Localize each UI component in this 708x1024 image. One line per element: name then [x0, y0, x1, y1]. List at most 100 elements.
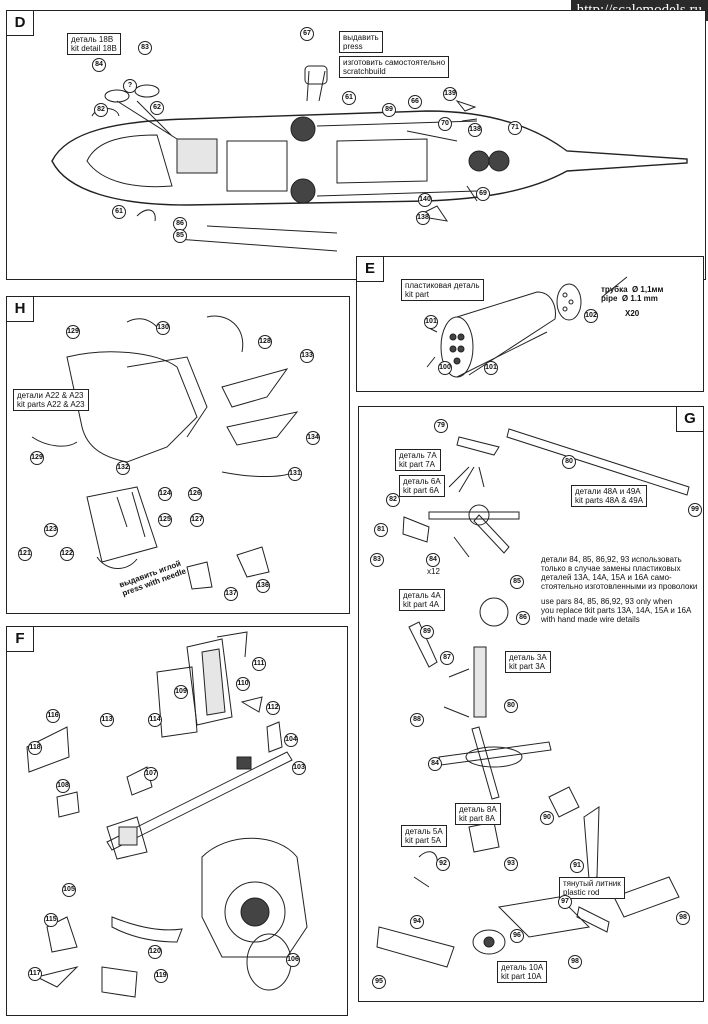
rotor-head-drawing — [376, 428, 690, 968]
part-label: 123 — [43, 523, 59, 537]
part-label: 79 — [433, 419, 449, 433]
part-label: 83 — [369, 553, 385, 567]
part-label: 105 — [61, 883, 77, 897]
part-label: 89 — [381, 103, 397, 117]
part-label: 132 — [115, 461, 131, 475]
part-label: 93 — [503, 857, 519, 871]
kit-part-3a-note: деталь 3А kit part 3A — [505, 651, 551, 673]
part-label: 137 — [223, 587, 239, 601]
part-label: 97 — [557, 895, 573, 909]
part-label: 109 — [173, 685, 189, 699]
part-label: 125 — [157, 513, 173, 527]
part-label: 84 — [91, 58, 107, 72]
pipe-note: трубка Ø 1,1мм pipe Ø 1.1 mm — [601, 285, 664, 303]
part-label: 94 — [409, 915, 425, 929]
kit-parts-a22-note: детали А22 & А23 kit parts A22 & A23 — [13, 389, 89, 411]
part-label: 96 — [509, 929, 525, 943]
part-label: 131 — [287, 467, 303, 481]
panel-f: F 111 109 110 116 112 113 114 118 104 10… — [6, 626, 348, 1016]
panel-e-label: E — [357, 257, 384, 282]
rocket-pod-drawing — [426, 276, 628, 378]
info-ru-note: детали 84, 85, 86,92, 93 использовать то… — [541, 555, 698, 591]
info-en-note: use pars 84, 85, 86,92, 93 only when you… — [541, 597, 692, 624]
part-label: 108 — [55, 779, 71, 793]
part-label: 129 — [29, 451, 45, 465]
part-label: 61 — [111, 205, 127, 219]
gun-mount-drawing — [26, 631, 308, 998]
part-label: 101 — [483, 361, 499, 375]
part-label: 107 — [143, 767, 159, 781]
fuselage-drawing — [51, 65, 688, 252]
part-label: 80 — [561, 455, 577, 469]
part-label: 133 — [299, 349, 315, 363]
intake-drawing — [31, 315, 299, 590]
part-label: 70 — [437, 117, 453, 131]
part-label: 113 — [99, 713, 115, 727]
panel-h-label: H — [7, 297, 34, 322]
panel-f-label: F — [7, 627, 34, 652]
part-label: 95 — [371, 975, 387, 989]
plastic-kit-part-note: пластиковая деталь kit part — [401, 279, 484, 301]
panel-e: E пластиковая деталь kit part трубка Ø 1… — [356, 256, 704, 392]
part-label: 127 — [189, 513, 205, 527]
panel-d-label: D — [7, 11, 34, 36]
part-label: 98 — [567, 955, 583, 969]
kit-detail-18b-note: деталь 18В kit detail 18B — [67, 33, 121, 55]
part-label: 121 — [17, 547, 33, 561]
part-label: 82 — [385, 493, 401, 507]
part-label: 85 — [509, 575, 525, 589]
part-label: 138 — [467, 123, 483, 137]
part-label: 81 — [373, 523, 389, 537]
part-label: 116 — [45, 709, 61, 723]
part-label: 89 — [419, 625, 435, 639]
part-label: 122 — [59, 547, 75, 561]
part-label: 117 — [27, 967, 43, 981]
part-label: 80 — [503, 699, 519, 713]
part-label: 100 — [437, 361, 453, 375]
part-label: 130 — [155, 321, 171, 335]
part-label: 84 — [427, 757, 443, 771]
part-label: 111 — [251, 657, 267, 671]
part-label: 101 — [423, 315, 439, 329]
part-label: 114 — [147, 713, 163, 727]
part-label: ? — [122, 79, 138, 93]
kit-part-7a-note: деталь 7А kit part 7A — [395, 449, 441, 471]
kit-part-6a-note: деталь 6А kit part 6A — [399, 475, 445, 497]
part-label: 103 — [291, 761, 307, 775]
kit-part-8a-note: деталь 8А kit part 8A — [455, 803, 501, 825]
part-label: 67 — [299, 27, 315, 41]
part-label: 66 — [407, 95, 423, 109]
panel-g: G деталь 7А kit part 7A деталь 6А kit pa… — [358, 406, 704, 1002]
part-label: 120 — [147, 945, 163, 959]
x20-note: X20 — [625, 309, 640, 318]
part-label: 138 — [415, 211, 431, 225]
part-label: 87 — [439, 651, 455, 665]
part-label: 104 — [283, 733, 299, 747]
kit-part-5a-note: деталь 5А kit part 5A — [401, 825, 447, 847]
kit-part-4a-note: деталь 4А kit part 4A — [399, 589, 445, 611]
part-label: 118 — [27, 741, 43, 755]
kit-parts-48a-note: детали 48А и 49А kit parts 48A & 49A — [571, 485, 648, 507]
part-label: 69 — [475, 187, 491, 201]
part-label: 84 — [425, 553, 441, 567]
part-label: 102 — [583, 309, 599, 323]
part-label: 85 — [172, 229, 188, 243]
part-label: 83 — [137, 41, 153, 55]
kit-part-10a-note: деталь 10А kit part 10A — [497, 961, 548, 983]
part-label: 128 — [257, 335, 273, 349]
part-label: 88 — [409, 713, 425, 727]
part-label: 106 — [285, 953, 301, 967]
part-label: 110 — [235, 677, 251, 691]
part-label: 90 — [539, 811, 555, 825]
plastic-rod-note: тянутый литник plastic rod — [559, 877, 625, 899]
panel-g-label: G — [676, 407, 703, 432]
part-label: 119 — [153, 969, 169, 983]
part-label: 136 — [255, 579, 271, 593]
part-label: 91 — [569, 859, 585, 873]
part-label: 86 — [515, 611, 531, 625]
part-label: 71 — [507, 121, 523, 135]
part-label: 112 — [265, 701, 281, 715]
part-label: 140 — [417, 193, 433, 207]
panel-h: H детали А22 & А23 kit parts A22 & A23 в… — [6, 296, 350, 614]
part-label: 115 — [43, 913, 59, 927]
